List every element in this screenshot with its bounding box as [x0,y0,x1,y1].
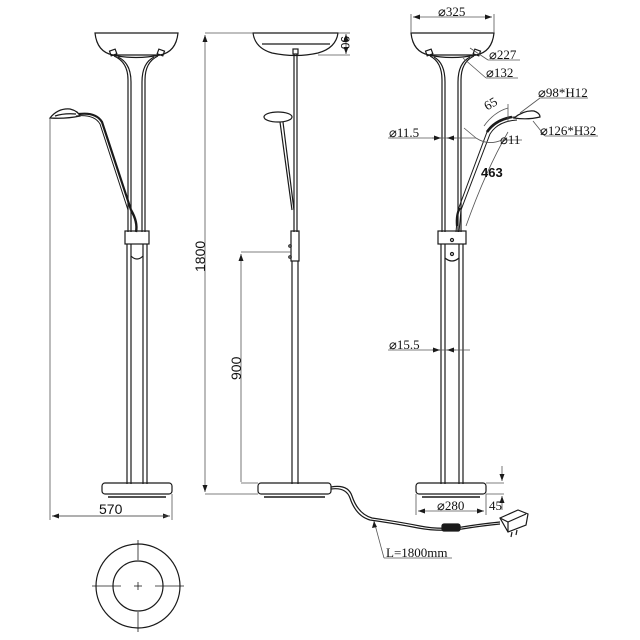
dim-upper-tube: ⌀11.5 [389,125,420,140]
dim-reading-head-bottom: ⌀126*H32 [540,123,597,138]
front-view-left [48,32,179,520]
dim-cable-length: L=1800mm [386,545,448,560]
dim-base-diameter: ⌀280 [437,498,465,513]
dim-lower-tube: ⌀15.5 [389,337,420,352]
dimensioned-view-right [388,14,598,515]
dim-height-overall: 1800 [192,240,208,272]
dim-reading-head-top: ⌀98*H12 [538,85,588,100]
dim-switch-height: 900 [228,356,244,380]
dim-width-overall: 570 [99,501,123,517]
dim-shade-depth: 90 [338,36,352,50]
dim-arm-length: 463 [481,165,503,180]
dim-shade-diameter: ⌀325 [438,4,466,19]
dim-arm-tube: ⌀11 [500,132,521,147]
dim-base-height: 45 [489,498,502,513]
base-top-view [92,540,184,632]
dim-shade-inner-diameter: ⌀227 [489,47,517,62]
side-view-middle [202,32,529,559]
dim-shade-holder-diameter: ⌀132 [486,65,514,80]
